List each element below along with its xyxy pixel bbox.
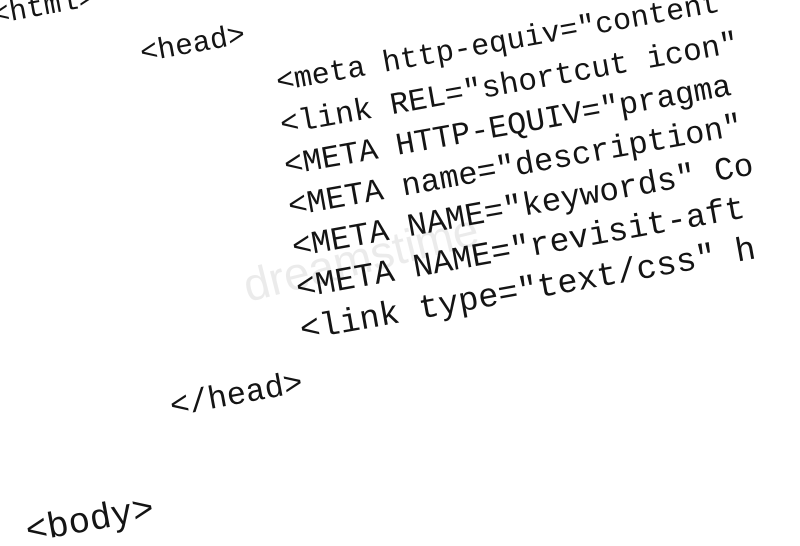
code-line-head-close: </head>	[167, 365, 306, 426]
code-line-html-open: <html>	[0, 0, 98, 33]
code-line-head-open: <head>	[137, 18, 248, 71]
code-line-body-open: <body>	[23, 489, 158, 546]
